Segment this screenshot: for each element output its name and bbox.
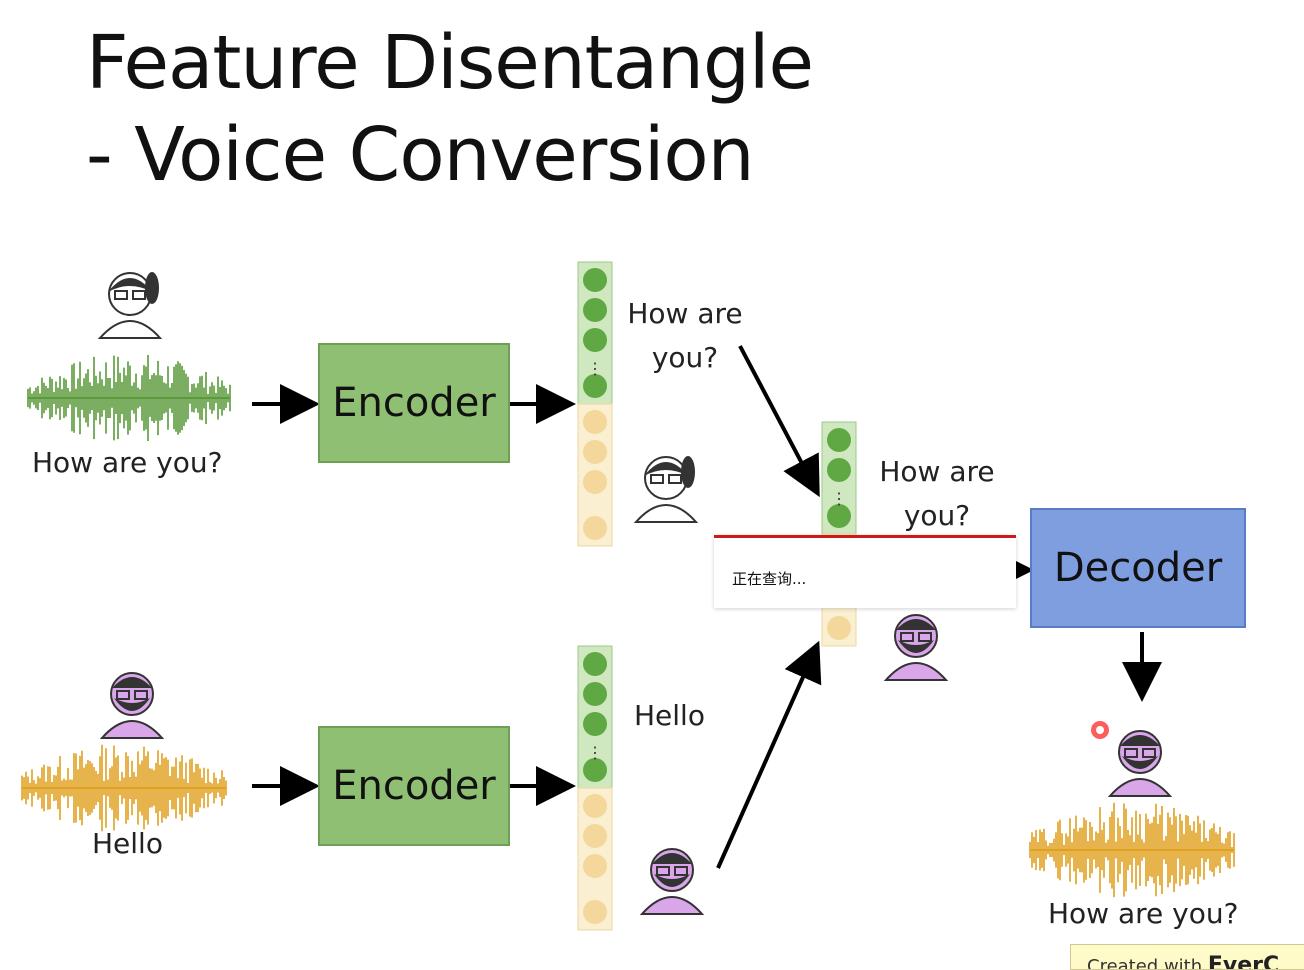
avatar-male-vector-beard [654, 874, 690, 887]
vector-top-content-dot [583, 328, 607, 352]
avatar-male-output-hair [1120, 735, 1160, 746]
avatar-female-vector-glasses-right [668, 474, 682, 484]
content-label-top: How are you? [627, 297, 743, 374]
vector-merged-speaker-dot [827, 616, 851, 640]
avatar-female-vector-body [633, 504, 699, 523]
vector-merged-content-dot [827, 458, 851, 482]
avatar-female-input-glasses-left [114, 290, 128, 300]
arrow-speaker-to-merged [716, 640, 822, 869]
svg-text:⋮: ⋮ [831, 491, 847, 508]
avatar-male-input-glasses-left [116, 690, 130, 700]
watermark-brand: EverC [1207, 953, 1280, 970]
avatar-female-vector-hair [644, 462, 688, 476]
avatar-female-vector-ponytail [681, 456, 695, 488]
merged-content-label: How are you? [879, 455, 995, 532]
avatar-male-merged-glasses-right [918, 632, 932, 642]
lookup-popup-text: 正在查询... [732, 570, 807, 588]
avatar-male-output-glasses-right [1142, 748, 1156, 758]
avatar-male-input-beard [114, 698, 150, 711]
avatar-male-vector-glasses-left [656, 866, 670, 876]
avatar-female-input-hair [108, 278, 152, 292]
decoder-box: Decoder [1030, 508, 1246, 628]
encoder-box-top: Encoder [318, 343, 510, 463]
vector-top-speaker-dot [583, 410, 607, 434]
vector-top-speaker-dot [583, 440, 607, 464]
vector-merged-content-dot [827, 428, 851, 452]
avatar-female-input-glasses-right [132, 290, 146, 300]
vector-bottom-speaker-dot [583, 900, 607, 924]
vector-bottom-content-dot [583, 682, 607, 706]
avatar-male-output-beard [1122, 756, 1158, 769]
vector-merged-content-dot [827, 504, 851, 528]
encoder-label-top: Encoder [332, 380, 496, 426]
avatar-male-merged-hair [896, 619, 936, 630]
avatar-male-vector-glasses-right [674, 866, 688, 876]
avatar-male-merged-beard [898, 640, 934, 653]
svg-text:⋮: ⋮ [587, 745, 603, 762]
vector-top-speaker-dot [583, 470, 607, 494]
avatar-male-merged-body [883, 662, 949, 681]
vector-bottom-content-dot [583, 652, 607, 676]
top-input-caption: How are you? [32, 446, 223, 479]
slide-title-line1: Feature Disentangle [86, 20, 814, 106]
watermark-tag: Created with EverC [1070, 944, 1304, 970]
bottom-input-caption: Hello [92, 827, 163, 860]
avatar-female-vector-glasses-left [650, 474, 664, 484]
avatar-female-input-body [97, 320, 163, 339]
encoder-label-bottom: Encoder [332, 763, 496, 809]
arrow-content-to-merged [738, 345, 820, 498]
vector-bottom-speaker-dot [583, 854, 607, 878]
vector-bottom-content-dot [583, 758, 607, 782]
avatar-male-output-glasses-left [1124, 748, 1138, 758]
avatar-female-input-ponytail [145, 272, 159, 304]
avatar-male-vector-body [639, 896, 705, 915]
avatar-male-merged-glasses-left [900, 632, 914, 642]
output-caption: How are you? [1048, 897, 1239, 930]
vector-bottom-speaker-dot [583, 794, 607, 818]
svg-text:⋮: ⋮ [587, 361, 603, 378]
avatar-male-vector-hair [652, 853, 692, 864]
lookup-popup[interactable]: 正在查询... [714, 535, 1016, 608]
encoder-box-bottom: Encoder [318, 726, 510, 846]
vector-top-content-dot [583, 298, 607, 322]
avatar-male-output-body [1107, 778, 1173, 797]
vector-top-content-dot [583, 374, 607, 398]
content-label-bottom: Hello [634, 699, 705, 732]
vector-bottom-content-dot [583, 712, 607, 736]
avatar-male-input-glasses-right [134, 690, 148, 700]
vector-top-speaker-dot [583, 516, 607, 540]
vector-top-content-dot [583, 268, 607, 292]
watermark-prefix: Created with [1087, 956, 1203, 970]
avatar-male-input-body [99, 720, 165, 739]
decoder-label: Decoder [1053, 545, 1223, 591]
avatar-male-input-hair [112, 677, 152, 688]
slide-title-line2: - Voice Conversion [86, 112, 755, 198]
vector-bottom-speaker-dot [583, 824, 607, 848]
